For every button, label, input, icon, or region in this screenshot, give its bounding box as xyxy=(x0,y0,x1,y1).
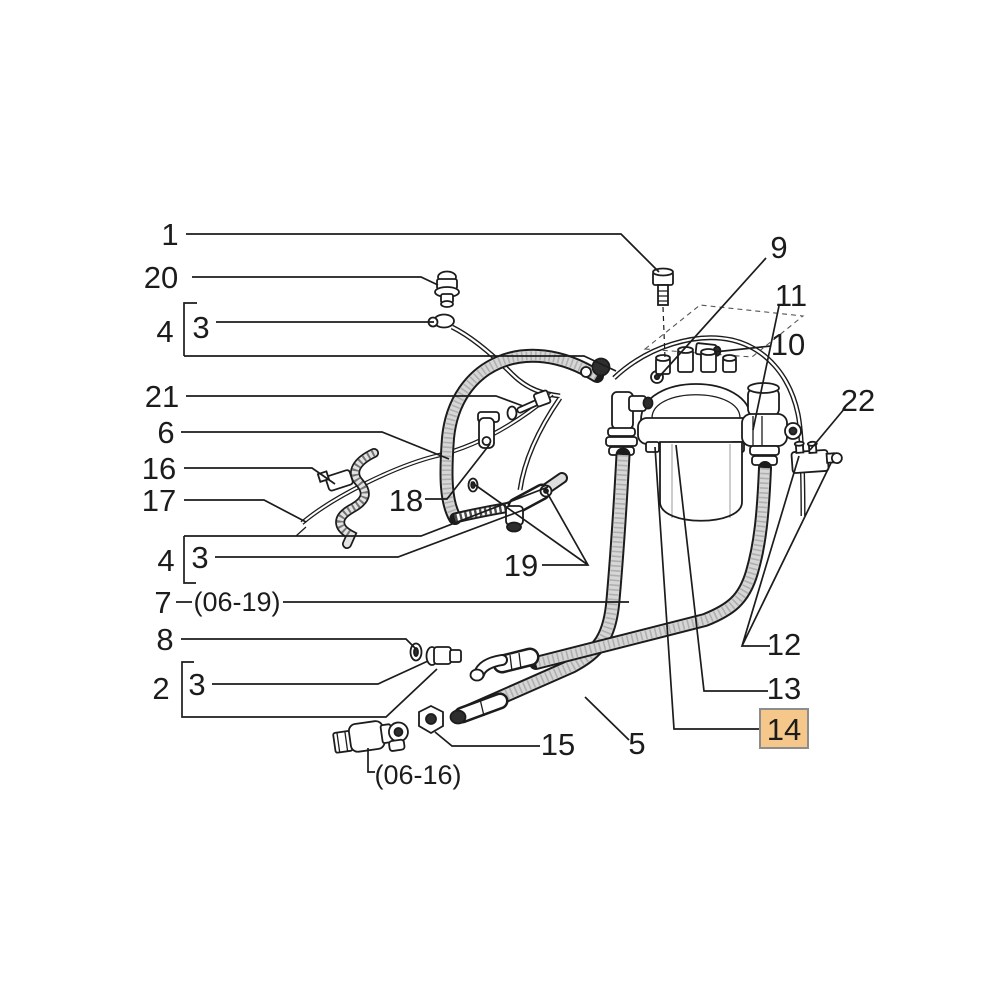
callout-3-lower[interactable]: 3 xyxy=(188,667,205,702)
callout-2[interactable]: 2 xyxy=(152,671,169,706)
callout-21[interactable]: 21 xyxy=(145,379,179,414)
callout-10[interactable]: 10 xyxy=(771,327,805,362)
callout-11[interactable]: 11 xyxy=(775,278,807,313)
callout-22[interactable]: 22 xyxy=(841,383,875,418)
banjo-union-assembly xyxy=(332,720,409,754)
callout-4-middle[interactable]: 4 xyxy=(157,543,174,578)
callout-14-highlight[interactable]: 14 xyxy=(759,708,809,749)
parts-artwork xyxy=(295,267,843,754)
callout-1[interactable]: 1 xyxy=(161,217,178,252)
callout-5[interactable]: 5 xyxy=(628,726,645,761)
right-fuel-hose xyxy=(529,461,772,670)
union-nut-15 xyxy=(418,704,444,735)
filter-canister xyxy=(659,441,743,522)
callout-17[interactable]: 17 xyxy=(142,483,176,518)
plug-20 xyxy=(434,270,460,308)
reference-06-16[interactable]: (06-16) xyxy=(374,760,461,790)
corrugated-s-hose xyxy=(335,448,379,549)
hand-primer-pump xyxy=(741,382,802,466)
lower-hose-end xyxy=(449,692,509,725)
callout-4-upper[interactable]: 4 xyxy=(156,314,173,349)
callout-6[interactable]: 6 xyxy=(157,415,174,450)
callout-8[interactable]: 8 xyxy=(156,622,173,657)
callout-7[interactable]: 7 xyxy=(154,585,171,620)
hose-clamp xyxy=(316,469,354,492)
elbow-fitting-19 xyxy=(467,472,568,533)
callout-16[interactable]: 16 xyxy=(142,451,176,486)
callout-12[interactable]: 12 xyxy=(767,627,801,662)
callout-13[interactable]: 13 xyxy=(767,671,801,706)
highlight-box[interactable] xyxy=(759,708,809,749)
callout-labels: 1 20 4 3 21 6 16 17 18 4 3 19 7 (06-19) … xyxy=(142,217,875,790)
callout-9[interactable]: 9 xyxy=(770,230,787,265)
filter-head xyxy=(637,346,755,453)
callout-20[interactable]: 20 xyxy=(144,260,178,295)
upper-hose-elbow-end xyxy=(469,647,540,682)
clamp-bolt xyxy=(506,389,552,421)
sensor-block-22 xyxy=(790,440,843,474)
callout-19[interactable]: 19 xyxy=(504,548,538,583)
callout-15[interactable]: 15 xyxy=(541,727,575,762)
callout-3-middle[interactable]: 3 xyxy=(191,540,208,575)
left-elbow-fitting xyxy=(605,391,654,456)
leader-lines xyxy=(176,233,846,773)
callout-3-upper[interactable]: 3 xyxy=(192,310,209,345)
bolt-1 xyxy=(652,267,674,359)
gasket-plate-outline xyxy=(643,304,805,358)
reference-06-19[interactable]: (06-19) xyxy=(193,587,280,617)
adapter-fitting xyxy=(425,646,462,666)
callout-18[interactable]: 18 xyxy=(389,483,423,518)
callout-14[interactable]: 14 xyxy=(767,712,801,747)
p-clamp-bracket xyxy=(477,411,500,449)
